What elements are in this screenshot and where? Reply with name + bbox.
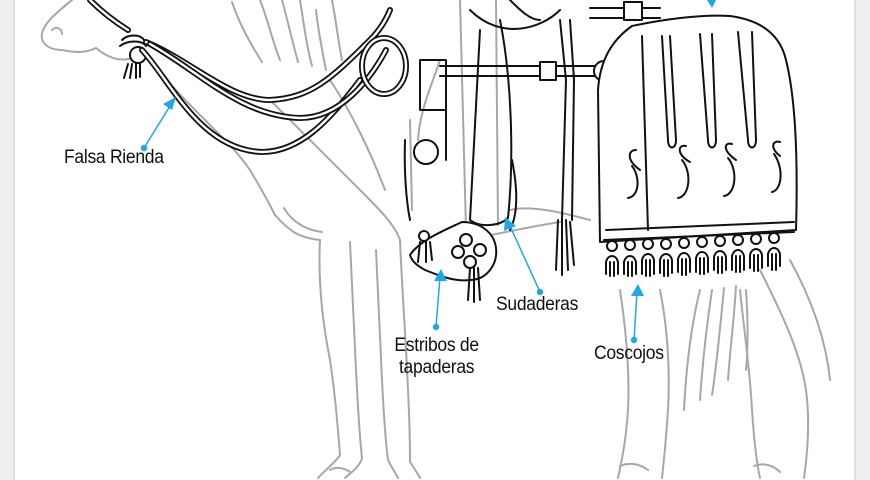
callout-dot	[140, 144, 148, 152]
arrowhead-icon	[434, 269, 447, 281]
callout-sudaderas	[504, 217, 544, 296]
label-coscojos: Coscojos	[594, 343, 664, 364]
callout-line	[143, 105, 171, 149]
label-estribos-line1: Estribos de	[394, 335, 479, 356]
arrowhead-icon	[163, 97, 176, 110]
tack	[87, 0, 798, 303]
arrowhead-icon	[631, 284, 644, 296]
page-margin-right	[854, 0, 870, 480]
label-sudaderas: Sudaderas	[496, 294, 579, 315]
horse-outline	[40, 0, 831, 479]
callout-top-right	[707, 0, 716, 8]
label-estribos-line2: tapaderas	[398, 357, 475, 378]
coscojos-fringe	[603, 231, 795, 277]
label-estribos-de-tapaderas: Estribos de tapaderas	[386, 335, 487, 379]
callout-estribos	[432, 269, 447, 331]
arrowhead-icon	[504, 217, 516, 231]
page-margin-left	[0, 0, 15, 480]
callout-falsa-rienda	[140, 97, 176, 152]
label-falsa-rienda: Falsa Rienda	[64, 147, 164, 168]
arrowhead-icon	[707, 0, 716, 8]
callout-coscojos	[630, 284, 644, 344]
